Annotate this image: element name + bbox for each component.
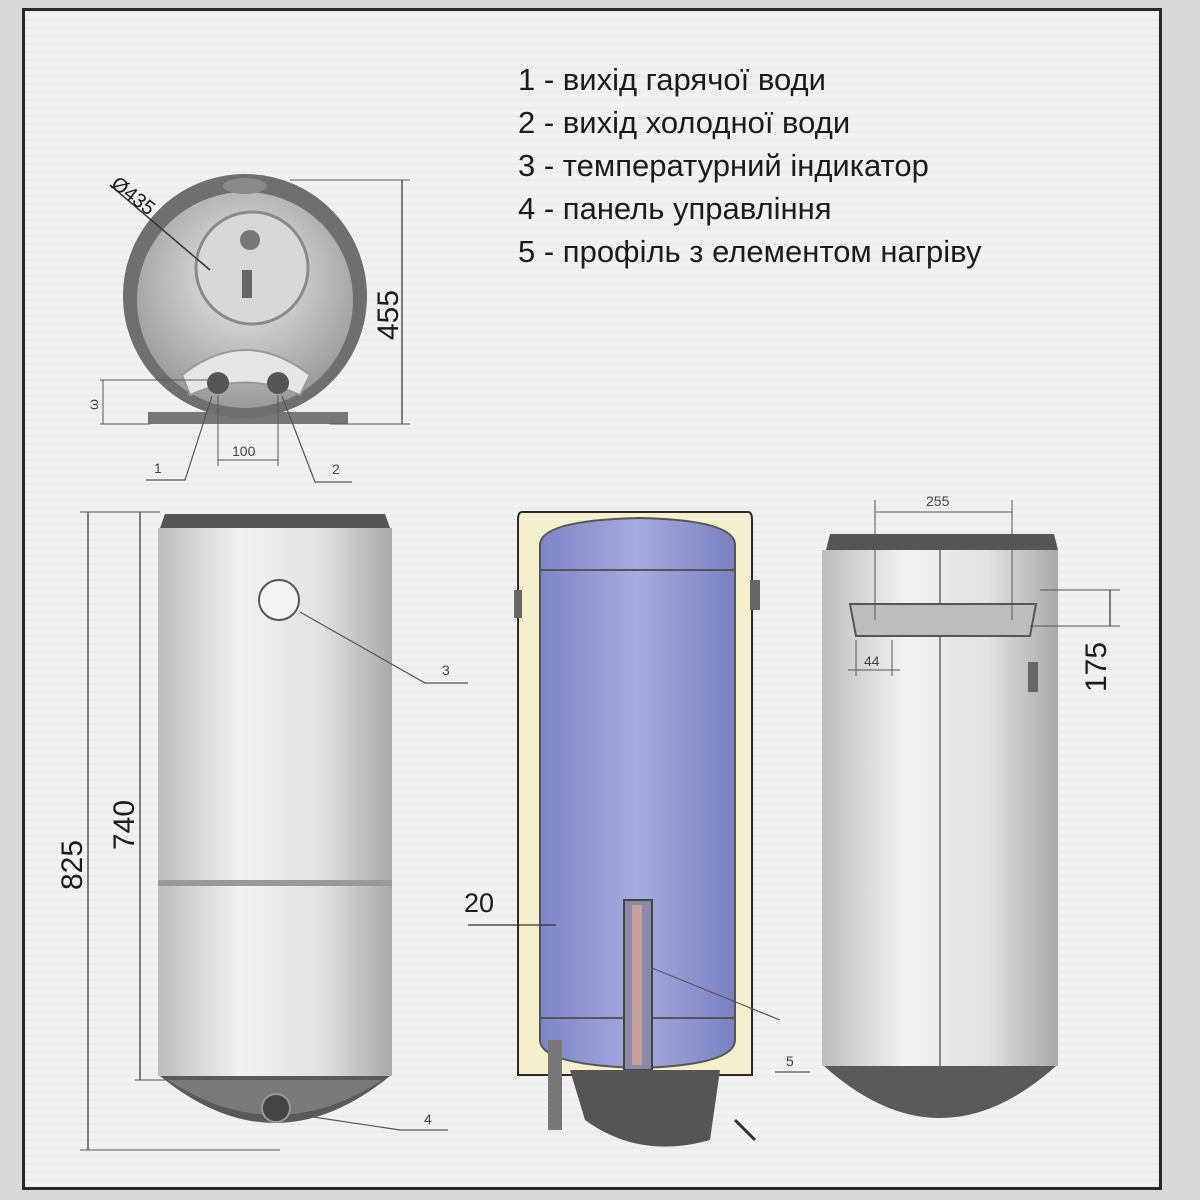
legend-item-hot-water: 1 - вихід гарячої води — [518, 62, 826, 97]
dim-mount-offset: 44 — [864, 653, 880, 669]
back-view-bottom-cover — [824, 1066, 1056, 1118]
legend-item-temperature-indicator: 3 - температурний індикатор — [518, 148, 929, 183]
callout-1: 1 — [154, 460, 162, 476]
top-view-flange — [194, 210, 310, 326]
dim-mount-width: 255 — [926, 493, 950, 509]
dim-top-height: 455 — [372, 290, 405, 340]
back-view: 255 44 175 — [822, 493, 1120, 1118]
front-view-body-lower — [158, 886, 392, 1076]
dim-body-height: 740 — [108, 800, 141, 850]
dim-insulation: 20 — [464, 888, 494, 918]
callout-3: 3 — [442, 662, 450, 678]
cold-water-outlet — [267, 372, 289, 394]
front-view: 3 4 825 740 — [56, 511, 468, 1151]
inner-tank — [539, 516, 736, 1070]
callout-2: 2 — [332, 461, 340, 477]
callout-5: 5 — [786, 1053, 794, 1069]
front-view-top-cap — [160, 514, 390, 528]
legend-item-cold-water: 2 - вихід холодної води — [518, 105, 851, 140]
dim-pipe-height: ω — [85, 399, 101, 410]
back-view-top-cap — [826, 534, 1058, 550]
hot-water-outlet — [207, 372, 229, 394]
cross-section-bottom — [570, 1070, 720, 1147]
top-view: Ø435 455 ω 100 1 2 — [85, 173, 410, 483]
callout-4: 4 — [424, 1111, 432, 1127]
dim-mount-height: 175 — [1080, 642, 1113, 692]
temperature-indicator — [258, 579, 300, 621]
legend-item-heating-profile: 5 - профіль з елементом нагріву — [518, 234, 982, 269]
dim-pipe-spacing: 100 — [232, 443, 256, 459]
top-view-base — [148, 412, 348, 424]
mounting-bracket — [848, 603, 1038, 637]
legend-item-control-panel: 4 - панель управління — [518, 191, 832, 226]
cross-section-view: 20 5 — [464, 511, 810, 1147]
legend: 1 - вихід гарячої води 2 - вихід холодно… — [518, 58, 981, 273]
dim-diameter: Ø435 — [107, 173, 159, 220]
control-panel-knob — [261, 1093, 291, 1123]
dim-total-height: 825 — [56, 840, 89, 890]
